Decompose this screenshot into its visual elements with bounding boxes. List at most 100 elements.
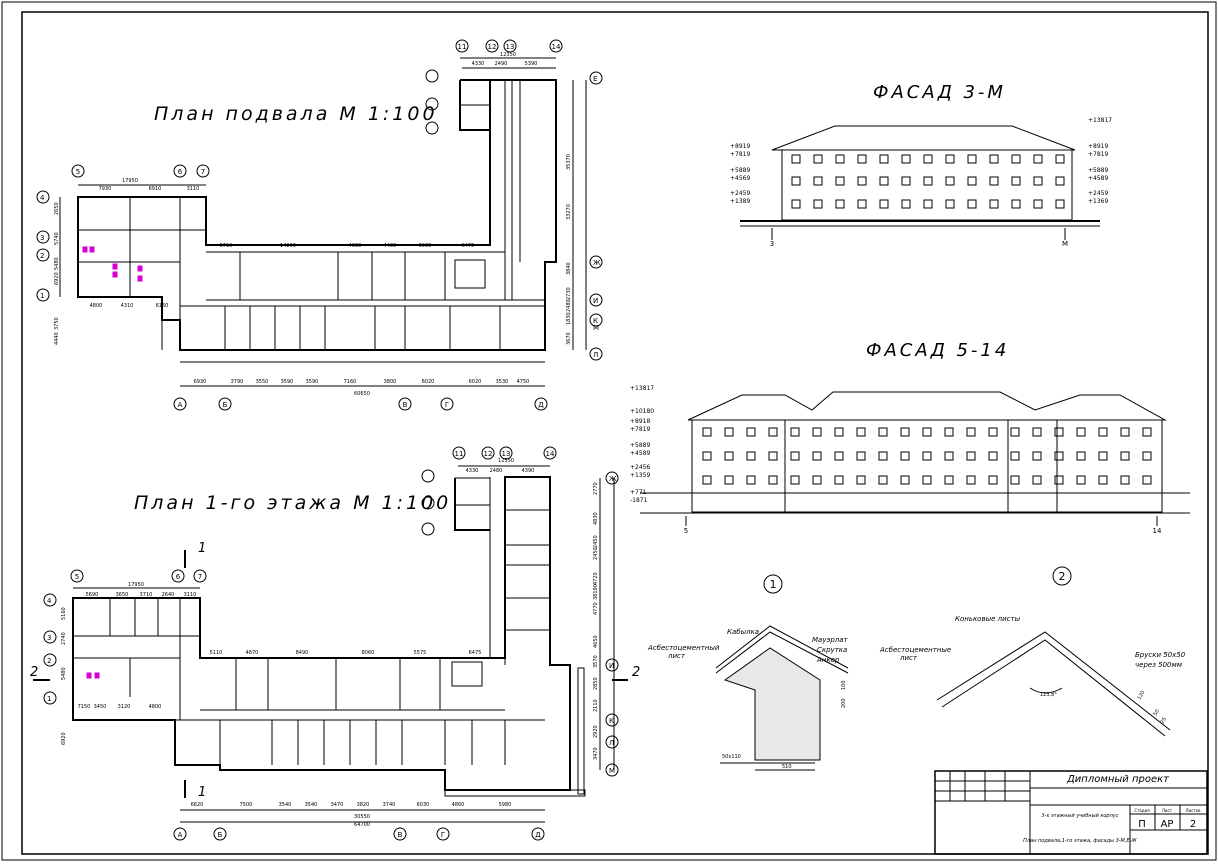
elevation-mark: +1369 xyxy=(1088,198,1108,205)
dimension-label: 1830 xyxy=(566,312,572,325)
facade-window xyxy=(1010,475,1020,485)
dimension-label: 2480 xyxy=(566,299,572,312)
axis-label: В xyxy=(398,831,403,839)
facade-window xyxy=(856,475,866,485)
roof-detail-2 xyxy=(936,566,1171,737)
facade-window xyxy=(812,427,822,437)
dimension-label: 64700 xyxy=(354,822,370,828)
facade-window xyxy=(967,176,977,186)
facade-window xyxy=(834,475,844,485)
facade-window xyxy=(790,451,800,461)
axis-label: 11 xyxy=(455,450,464,458)
dimension-label: 6030 xyxy=(417,802,430,808)
dimension-label: 3750 xyxy=(54,317,60,330)
facade-window xyxy=(1098,427,1108,437)
elevation-mark: +7819 xyxy=(630,426,650,433)
basement-plan xyxy=(36,39,603,411)
detail-label: лист xyxy=(667,652,686,660)
axis-label: 6 xyxy=(178,168,183,176)
axis-label: К xyxy=(593,317,598,325)
dimension-label: 6065 xyxy=(419,243,432,249)
detail-label: Мауэрлат xyxy=(812,636,849,644)
axis-label: 5 xyxy=(76,168,80,176)
dimension-label: 3540 xyxy=(305,802,318,808)
dimension-label: 2740 xyxy=(61,632,67,645)
dimension-label: 6475 xyxy=(469,650,482,656)
facade-window xyxy=(1054,475,1064,485)
facade-window xyxy=(835,154,845,164)
first-floor-plan xyxy=(33,446,628,841)
dimension-label: 17950 xyxy=(122,178,138,184)
dimension-label: 25 xyxy=(1160,716,1168,725)
facade-window xyxy=(746,451,756,461)
dimension-label: 2640 xyxy=(162,592,175,598)
elevation-mark: +1359 xyxy=(630,472,650,479)
detail-label: Анкер xyxy=(816,656,840,664)
dimension-label: 2920 xyxy=(593,725,599,738)
facade-window xyxy=(790,427,800,437)
elevation-mark: +7819 xyxy=(730,151,750,158)
dimension-label: 3120 xyxy=(118,704,131,710)
facade-window xyxy=(813,176,823,186)
dimension-label: 200 xyxy=(841,698,847,708)
stamp-sheets: 2 xyxy=(1190,819,1196,830)
detail-label: лист xyxy=(899,654,918,662)
dimension-label: 6160 xyxy=(156,303,169,309)
dimension-label: 5480 xyxy=(61,667,67,680)
facade-window xyxy=(900,427,910,437)
dimension-label: 35370 xyxy=(566,154,572,170)
facade-window xyxy=(857,199,867,209)
dimension-label: 5160 xyxy=(61,607,67,620)
elevation-mark: +8919 xyxy=(1088,143,1108,150)
facade-window xyxy=(923,176,933,186)
facade-window xyxy=(1032,427,1042,437)
section-marker: 2 xyxy=(30,665,38,680)
detail-label: через 500мм xyxy=(1135,661,1183,669)
detail-label: Скрутка xyxy=(817,646,847,654)
facade-window xyxy=(922,475,932,485)
dimension-label: 100 xyxy=(841,680,847,690)
dimension-label: 60650 xyxy=(354,391,370,397)
axis-label: Г xyxy=(441,831,445,839)
roof-detail-1 xyxy=(715,574,849,771)
dimension-label: 4750 xyxy=(517,379,530,385)
dimension-label: 6020 xyxy=(469,379,482,385)
facade-window xyxy=(791,176,801,186)
facade-window xyxy=(702,451,712,461)
dimension-label: 3110 xyxy=(187,186,200,192)
facade-window xyxy=(988,427,998,437)
dimension-label: 4440 xyxy=(54,332,60,345)
facade-window xyxy=(856,427,866,437)
facade-window xyxy=(791,154,801,164)
elevation-mark: -1871 xyxy=(630,497,648,504)
facade-window xyxy=(834,427,844,437)
dimension-label: 33270 xyxy=(566,204,572,220)
dimension-label: 3670 xyxy=(566,332,572,345)
axis-label: 12 xyxy=(488,43,497,51)
facade-window xyxy=(878,427,888,437)
facade-window xyxy=(1033,154,1043,164)
axis-label: 2 xyxy=(40,252,44,260)
axis-label: Ж xyxy=(593,259,601,267)
facade-window xyxy=(988,451,998,461)
dimension-label: 3450 xyxy=(94,704,107,710)
title-block xyxy=(934,770,1208,855)
dimension-label: 5390 xyxy=(525,61,538,67)
facade-window xyxy=(967,154,977,164)
detail-label: Бруски 50х50 xyxy=(1135,651,1186,659)
facade-window xyxy=(1032,475,1042,485)
dimension-label: 6930 xyxy=(194,379,207,385)
elevation-mark: +8918 xyxy=(630,418,650,425)
dimension-label: 6475 xyxy=(462,243,475,249)
facade-window xyxy=(879,199,889,209)
stamp-header: Лист xyxy=(1162,808,1173,813)
facade-window xyxy=(746,475,756,485)
facade-window xyxy=(746,427,756,437)
axis-label: 2 xyxy=(47,657,51,665)
dimension-label: 4390 xyxy=(522,468,535,474)
dimension-label: 2450 xyxy=(593,547,599,560)
facade-window xyxy=(1076,427,1086,437)
elevation-mark: +8919 xyxy=(730,143,750,150)
dimension-label: 3800 xyxy=(384,379,397,385)
axis-label: 1 xyxy=(40,292,44,300)
